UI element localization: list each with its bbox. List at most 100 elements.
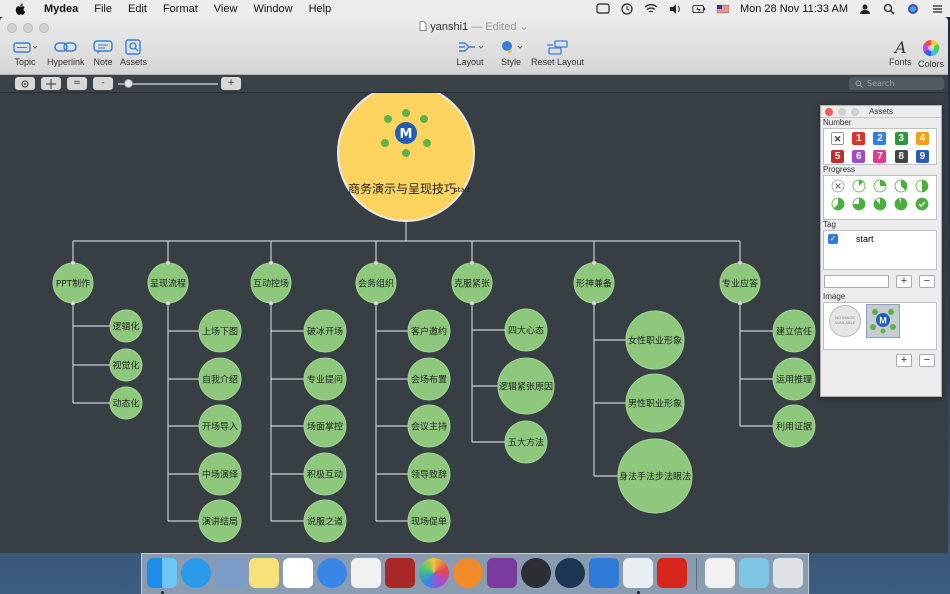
subtopic[interactable]: 专业提问 <box>303 357 347 401</box>
assets-button[interactable]: Assets <box>120 39 147 67</box>
colors-button[interactable]: Colors <box>918 39 944 69</box>
subtopic[interactable]: 动态化 <box>109 386 143 420</box>
evernote-icon[interactable] <box>521 558 551 588</box>
add-tag-button[interactable]: + <box>896 275 912 288</box>
trash-icon[interactable] <box>773 558 803 588</box>
close-window-button[interactable] <box>7 23 17 33</box>
subtopic[interactable]: 利用证据 <box>772 404 816 448</box>
progress-item[interactable] <box>873 197 887 211</box>
zoom-panel-button[interactable] <box>851 108 859 116</box>
progress-item[interactable] <box>894 197 908 211</box>
finder-icon[interactable] <box>147 558 177 588</box>
collapse-handle[interactable] <box>373 300 379 306</box>
photo-booth-icon[interactable] <box>385 558 415 588</box>
menu-edit[interactable]: Edit <box>127 2 147 15</box>
subtopic-bubble[interactable] <box>198 357 242 401</box>
zoom-slider-handle[interactable] <box>124 79 133 88</box>
subtopic[interactable]: 客户邀约 <box>407 309 451 353</box>
chat-icon[interactable] <box>596 2 610 15</box>
move-canvas-button[interactable] <box>41 77 61 90</box>
subtopic-bubble[interactable] <box>109 309 143 343</box>
subtopic-bubble[interactable] <box>198 309 242 353</box>
subtopic-bubble[interactable] <box>198 499 242 543</box>
menu-help[interactable]: Help <box>308 2 332 15</box>
subtopic[interactable]: 女性职业形象 <box>625 310 685 370</box>
subtopic[interactable]: 会场布置 <box>407 357 451 401</box>
progress-item[interactable] <box>852 179 866 193</box>
subtopic[interactable]: 五大方法 <box>504 420 548 464</box>
collapse-handle[interactable] <box>591 300 597 306</box>
number-item[interactable]: 2 <box>873 132 887 145</box>
subtopic[interactable]: 场面掌控 <box>303 404 347 448</box>
subtopic[interactable]: 建立信任 <box>772 309 816 353</box>
onenote-icon[interactable] <box>487 558 517 588</box>
mindmap-svg[interactable]: M商务演示与呈现技巧startPPT制作逻辑化视觉化动态化呈现流程上场下图自我介… <box>0 84 948 553</box>
subtopic[interactable]: 运用推理 <box>772 357 816 401</box>
siri-icon[interactable] <box>906 3 920 15</box>
subtopic[interactable]: 积极互动 <box>303 452 347 496</box>
subtopic-bubble[interactable] <box>303 452 347 496</box>
flag-icon[interactable] <box>716 3 730 15</box>
mydea-dock-icon[interactable] <box>623 558 653 588</box>
search-input[interactable]: Search <box>849 77 944 90</box>
number-item[interactable]: 4 <box>915 132 929 145</box>
branch-topic[interactable]: 互动控场 <box>250 260 292 306</box>
progress-item[interactable] <box>831 179 845 193</box>
collapse-handle[interactable] <box>165 300 171 306</box>
tag-item[interactable]: ✓ start <box>824 231 936 247</box>
wifi-icon[interactable] <box>644 3 658 15</box>
subtopic-bubble[interactable] <box>407 309 451 353</box>
mydea-logo-thumbnail[interactable]: M <box>866 304 900 338</box>
safari-icon[interactable] <box>317 558 347 588</box>
preview-icon[interactable] <box>215 558 245 588</box>
mindnode-icon[interactable] <box>555 558 585 588</box>
subtopic-bubble[interactable] <box>407 499 451 543</box>
progress-item[interactable] <box>915 197 929 211</box>
folder-icon[interactable] <box>739 558 769 588</box>
subtopic[interactable]: 会议主持 <box>407 404 451 448</box>
subtopic[interactable]: 视觉化 <box>109 348 143 382</box>
branch-topic[interactable]: 克服紧张 <box>451 260 493 306</box>
assets-panel-titlebar[interactable]: Assets <box>821 106 941 118</box>
subtopic[interactable]: 上场下图 <box>198 309 242 353</box>
menu-window[interactable]: Window <box>253 2 293 15</box>
menu-format[interactable]: Format <box>162 2 198 15</box>
progress-item[interactable] <box>894 179 908 193</box>
subtopic-bubble[interactable] <box>497 357 555 415</box>
subtopic-bubble[interactable] <box>303 309 347 353</box>
mail-icon[interactable] <box>351 558 381 588</box>
no-image-thumbnail[interactable]: NO IMAGE AVAILABLE <box>829 305 861 337</box>
number-item[interactable]: 1 <box>852 132 866 145</box>
subtopic-bubble[interactable] <box>109 386 143 420</box>
subtopic-bubble[interactable] <box>772 357 816 401</box>
progress-item[interactable] <box>852 197 866 211</box>
timemachine-icon[interactable] <box>620 2 634 15</box>
photos-icon[interactable] <box>419 558 449 588</box>
subtopic-bubble[interactable] <box>504 308 548 352</box>
youdao-dictionary-icon[interactable] <box>657 558 687 588</box>
layout-button[interactable]: Layout <box>455 39 485 67</box>
collapse-handle[interactable] <box>70 300 76 306</box>
add-image-button[interactable]: + <box>896 354 912 367</box>
subtopic-bubble[interactable] <box>303 499 347 543</box>
progress-item[interactable] <box>873 179 887 193</box>
number-item[interactable]: 3 <box>894 132 908 145</box>
notes-icon[interactable] <box>249 558 279 588</box>
zoom-in-button[interactable]: + <box>221 77 241 90</box>
battery-icon[interactable] <box>692 3 706 15</box>
subtopic[interactable]: 开场导入 <box>198 404 242 448</box>
collapse-handle[interactable] <box>469 300 475 306</box>
subtopic[interactable]: 自我介绍 <box>198 357 242 401</box>
zoom-window-button[interactable] <box>39 23 49 33</box>
collapse-handle[interactable] <box>268 300 274 306</box>
branch-topic[interactable]: PPT制作 <box>52 260 94 306</box>
subtopic-bubble[interactable] <box>109 348 143 382</box>
collapse-handle[interactable] <box>737 300 743 306</box>
minimize-panel-button[interactable] <box>838 108 846 116</box>
subtopic[interactable]: 领导致辞 <box>407 452 451 496</box>
volume-icon[interactable] <box>668 3 682 15</box>
subtopic[interactable]: 身法手法步法眼法 <box>617 438 693 514</box>
collapse-handle[interactable] <box>591 260 597 266</box>
number-item[interactable]: 9 <box>915 150 929 163</box>
